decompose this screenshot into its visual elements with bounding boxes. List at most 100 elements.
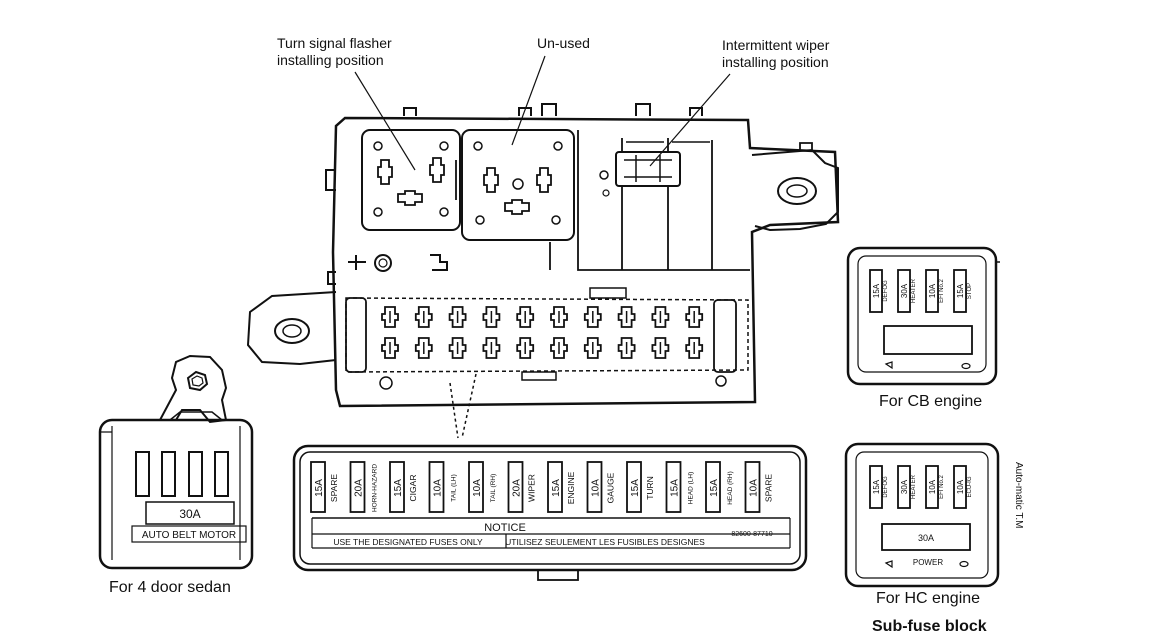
fuse-panel-slot xyxy=(468,461,484,513)
sub-fuse-slot xyxy=(953,269,967,313)
fuse-panel-rating: 10A xyxy=(749,479,760,497)
main-fuse-socket-2-6 xyxy=(550,337,568,359)
fuse-panel-rating: 15A xyxy=(630,479,641,497)
fuse-panel-slot xyxy=(349,461,366,513)
fuse-panel-rating: 15A xyxy=(393,479,404,497)
notice-english: USE THE DESIGNATED FUSES ONLY xyxy=(333,537,483,547)
fuse-panel-label: TAIL (RH) xyxy=(490,474,497,503)
main-fuse-socket-1-9 xyxy=(651,306,670,328)
fuse-panel-label: HEAD (RH) xyxy=(727,471,734,505)
fuse-panel-rating: 10A xyxy=(591,479,602,497)
sub-fuse-label: DEFOG xyxy=(883,476,889,498)
main-fuse-socket-1-2 xyxy=(414,306,433,328)
fuse-panel-label: SPARE xyxy=(329,474,339,503)
sub-fuse-rating: 10A xyxy=(956,479,965,494)
fuse-panel xyxy=(292,444,808,581)
callout-leaders xyxy=(354,55,731,171)
main-fuse-socket-2-2 xyxy=(414,337,433,359)
main-fuse-socket-2-3 xyxy=(448,337,467,359)
fuse-panel-label: TURN xyxy=(645,476,655,500)
fuse-panel-label: TAIL (LH) xyxy=(451,474,458,501)
fuse-panel-slot xyxy=(586,461,603,513)
main-fuse-socket-1-7 xyxy=(583,306,602,328)
sub-fuse-label: EFI No.2 xyxy=(939,475,945,499)
fuse-panel-label: GAUGE xyxy=(606,472,616,503)
main-fuse-socket-1-5 xyxy=(516,306,535,328)
main-fuse-socket-1-1 xyxy=(381,306,399,328)
sub-fuse-label: DEFOG xyxy=(883,280,889,302)
sub-fuse-block-title: Sub-fuse block xyxy=(872,618,987,635)
belt-fuse-label: AUTO BELT MOTOR xyxy=(142,530,236,541)
notice-french: UTILISEZ SEULEMENT LES FUSIBLES DESIGNES xyxy=(505,537,705,547)
fuse-panel-rating: 10A xyxy=(472,479,483,497)
main-junction-block xyxy=(246,103,840,439)
sub-fuse-slot xyxy=(869,269,883,313)
sub-fuse-rating: 15A xyxy=(872,283,881,298)
main-fuse-socket-2-7 xyxy=(583,337,602,359)
belt-fuse-rating: 30A xyxy=(179,507,200,521)
fuse-panel-slot xyxy=(310,461,326,513)
sub-fuse-label: HEATER xyxy=(911,474,917,499)
notice-title: NOTICE xyxy=(484,522,526,534)
hc-power-label: POWER xyxy=(913,558,943,567)
fuse-panel-rating: 15A xyxy=(670,479,681,497)
fuse-panel-rating: 15A xyxy=(314,479,325,497)
sub-fuse-slot xyxy=(869,465,883,509)
fuse-panel-slot xyxy=(547,461,563,513)
fuse-panel-rating: 15A xyxy=(709,479,720,497)
wiper-callout-line2: installing position xyxy=(722,54,829,70)
fuse-panel-label: WIPER xyxy=(527,474,537,502)
main-fuse-socket-2-10 xyxy=(685,337,704,359)
sub-fuse-label: ECU-IG xyxy=(967,476,973,497)
turn-signal-callout-line1: Turn signal flasher xyxy=(277,35,392,51)
turn-signal-callout-line2: installing position xyxy=(277,52,384,68)
sub-fuse-label: EFI No.2 xyxy=(939,279,945,303)
main-fuse-socket-2-5 xyxy=(516,337,535,359)
wiper-callout: Intermittent wiper installing position xyxy=(722,37,829,71)
sub-fuse-label: HEATER xyxy=(911,278,917,303)
fuse-panel-slot xyxy=(389,461,405,513)
main-fuse-socket-1-10 xyxy=(685,306,704,328)
main-fuse-socket-2-8 xyxy=(617,337,636,359)
fuse-panel-rating: 10A xyxy=(433,479,444,497)
fuse-panel-label: HORN-HAZARD xyxy=(372,464,379,512)
main-fuse-row xyxy=(381,306,704,359)
fuse-panel-slot xyxy=(626,461,642,513)
main-fuse-socket-2-9 xyxy=(651,337,670,359)
cb-sub-fuse-block xyxy=(846,246,1000,386)
sub-fuse-slot xyxy=(925,465,939,509)
belt-block-caption: For 4 door sedan xyxy=(109,579,231,596)
wiper-callout-line1: Intermittent wiper xyxy=(722,37,830,53)
hc-power-fuse-rating: 30A xyxy=(918,533,934,543)
main-fuse-socket-1-3 xyxy=(448,306,467,328)
sub-fuse-rating: 30A xyxy=(900,479,909,494)
fuse-panel-slot xyxy=(744,461,761,513)
fuse-panel-label: HEAD (LH) xyxy=(688,472,695,505)
fuse-panel-slot xyxy=(665,461,682,513)
part-number: 82600-87710 xyxy=(731,531,772,538)
main-fuse-socket-1-4 xyxy=(482,306,501,328)
turn-signal-callout: Turn signal flasher installing position xyxy=(277,35,392,69)
sub-fuse-rating: 10A xyxy=(928,283,937,298)
fuse-panel-slot xyxy=(507,461,524,513)
main-fuse-socket-2-4 xyxy=(482,337,501,359)
hc-sub-fuse-block xyxy=(844,442,1000,588)
sub-fuse-rating: 15A xyxy=(956,283,965,298)
fuse-panel-label: SPARE xyxy=(764,474,774,503)
hc-block-caption: For HC engine xyxy=(876,590,981,607)
cb-block-caption: For CB engine xyxy=(879,393,983,410)
fuse-panel-label: ENGINE xyxy=(566,471,576,504)
fuse-panel-label: CIGAR xyxy=(408,475,418,502)
sub-fuse-slot xyxy=(897,269,911,313)
sub-fuse-label: STOP xyxy=(967,283,973,299)
fuse-panel-rating: 15A xyxy=(551,479,562,497)
fuse-panel-slot xyxy=(705,461,721,513)
unused-callout: Un-used xyxy=(537,35,590,51)
relay-sockets xyxy=(373,141,681,225)
sub-fuse-rating: 30A xyxy=(900,283,909,298)
sub-fuse-slot xyxy=(925,269,939,313)
sub-fuse-slot xyxy=(897,465,911,509)
